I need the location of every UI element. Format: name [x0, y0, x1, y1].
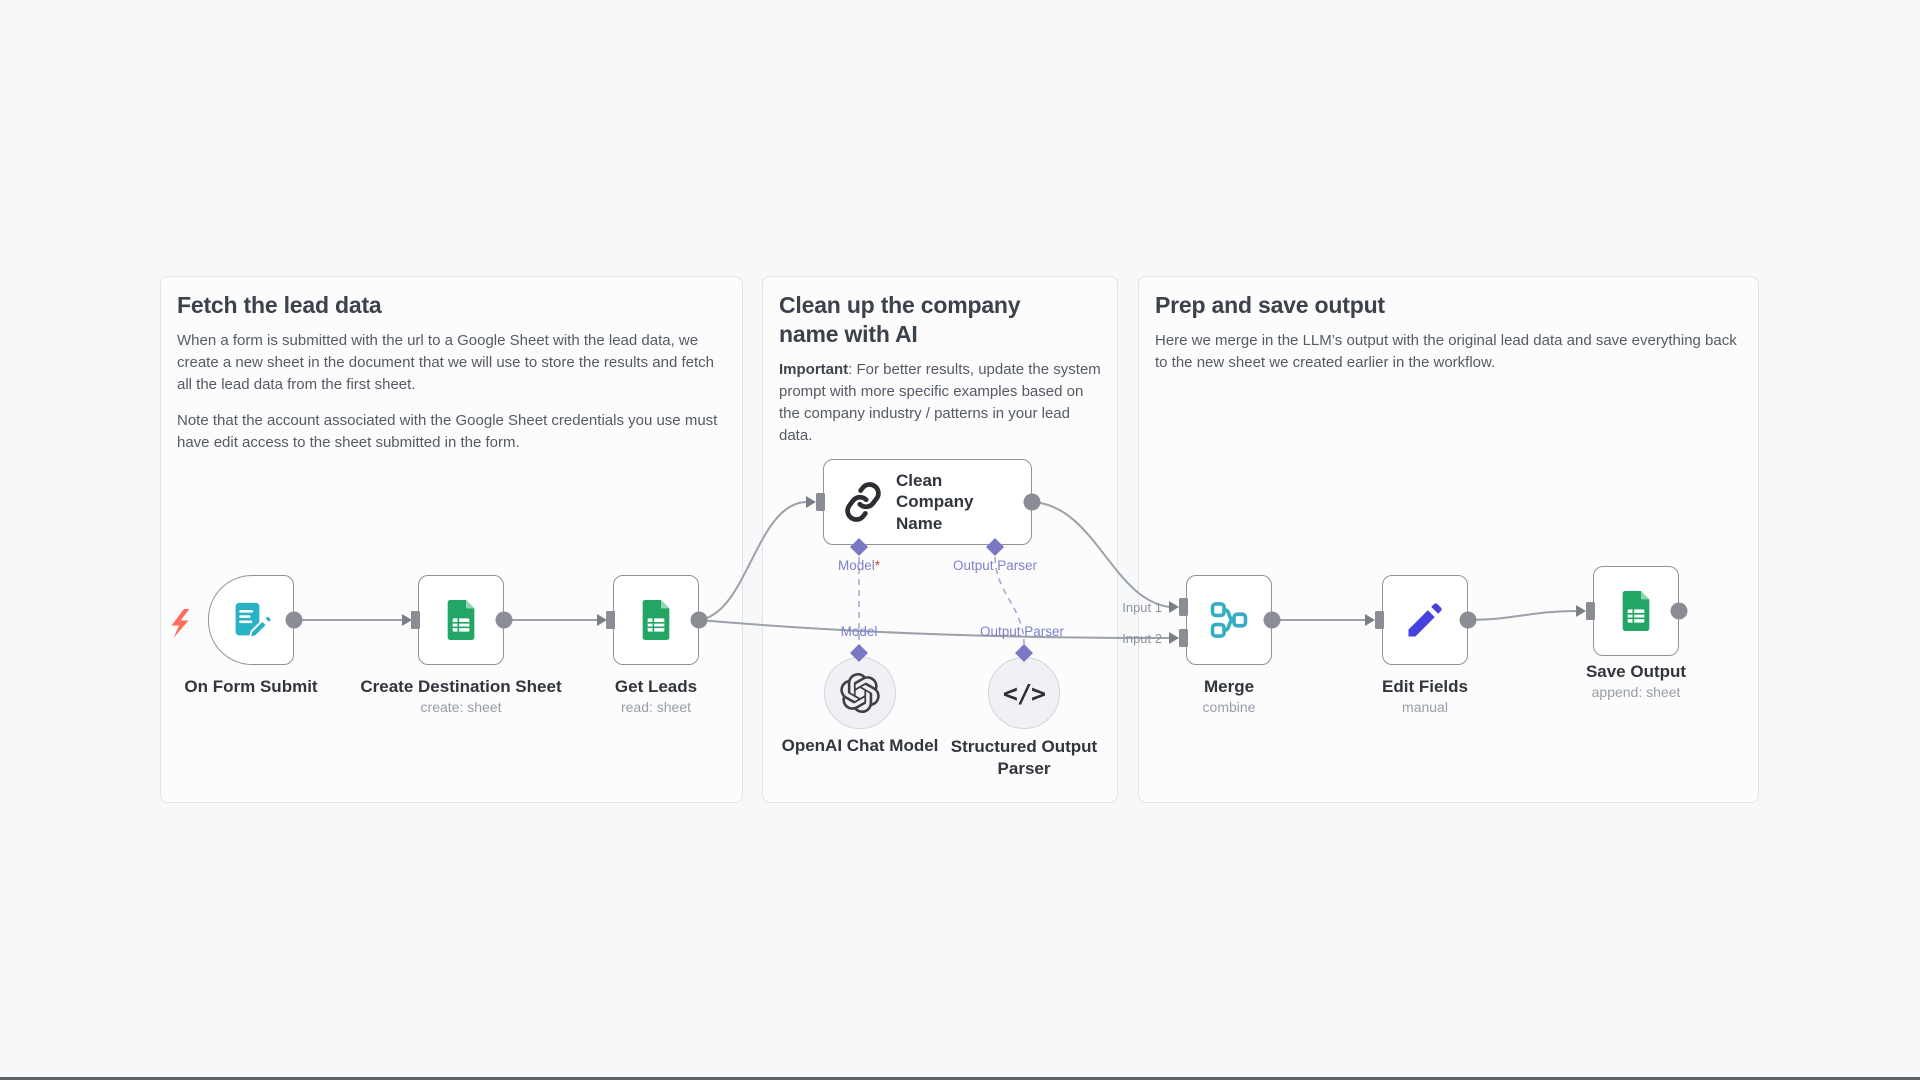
- connector-label-output-parser: Output Parser: [952, 558, 1038, 573]
- node-get-leads[interactable]: [613, 575, 699, 665]
- connector-line-label-model: Model: [840, 624, 878, 639]
- openai-icon: [840, 673, 880, 713]
- connector-line-label-output-parser: Output Parser: [979, 624, 1065, 639]
- node-subtitle: read: sheet: [620, 699, 692, 715]
- sheets-icon: [1622, 591, 1650, 631]
- node-subtitle: append: sheet: [1591, 684, 1681, 700]
- pencil-icon: [1408, 603, 1442, 637]
- connector-label-model-required: Model*: [837, 558, 881, 573]
- note-title: Clean up the company name with AI: [779, 292, 1021, 347]
- sheets-icon: [642, 600, 670, 640]
- node-openai-chat-model[interactable]: [824, 657, 896, 729]
- node-subtitle: manual: [1402, 699, 1448, 715]
- node-label-openai-chat-model: OpenAI Chat Model: [781, 736, 939, 755]
- note-important-label: Important: [779, 360, 849, 378]
- note-paragraph: When a form is submitted with the url to…: [177, 331, 714, 393]
- note-important-body: : For better results, update the system …: [779, 360, 1101, 444]
- node-label-on-form-submit: On Form Submit: [184, 677, 318, 696]
- note-title: Prep and save output: [1155, 292, 1385, 318]
- node-structured-output-parser[interactable]: </>: [988, 657, 1060, 729]
- node-label-structured-output-parser: Structured Output Parser: [950, 737, 1098, 779]
- link-icon: [845, 482, 881, 522]
- merge-input2-label: Input 2: [1122, 631, 1162, 646]
- sticky-note-fetch-lead-data[interactable]: Fetch the lead data When a form is submi…: [160, 276, 743, 803]
- node-clean-company-name[interactable]: Clean Company Name: [823, 459, 1032, 545]
- merge-input1-label: Input 1: [1122, 600, 1162, 615]
- node-subtitle: create: sheet: [420, 699, 502, 715]
- node-label-save-output: Save Output: [1585, 662, 1687, 681]
- merge-icon: [1210, 602, 1248, 638]
- node-subtitle: combine: [1202, 699, 1256, 715]
- required-marker: *: [874, 558, 881, 573]
- node-save-output[interactable]: [1593, 566, 1679, 656]
- sticky-note-prep-save-output[interactable]: Prep and save output Here we merge in th…: [1138, 276, 1759, 803]
- node-label-edit-fields: Edit Fields: [1382, 677, 1468, 696]
- node-title: Clean Company Name: [896, 471, 974, 533]
- node-on-form-submit[interactable]: [208, 575, 294, 665]
- note-paragraph: Note that the account associated with th…: [177, 411, 718, 451]
- note-paragraph: Here we merge in the LLM’s output with t…: [1155, 331, 1737, 371]
- node-label-get-leads: Get Leads: [614, 677, 698, 696]
- code-icon: </>: [1002, 678, 1046, 708]
- node-label-merge: Merge: [1203, 677, 1255, 696]
- node-edit-fields[interactable]: [1382, 575, 1468, 665]
- screen-bottom-edge: [0, 1077, 1920, 1080]
- form-icon: [235, 602, 272, 639]
- note-title: Fetch the lead data: [177, 292, 382, 318]
- node-merge[interactable]: [1186, 575, 1272, 665]
- node-label-create-destination-sheet: Create Destination Sheet: [360, 677, 562, 696]
- node-create-destination-sheet[interactable]: [418, 575, 504, 665]
- note-paragraph: Important: For better results, update th…: [779, 359, 1101, 447]
- sheets-icon: [447, 600, 475, 640]
